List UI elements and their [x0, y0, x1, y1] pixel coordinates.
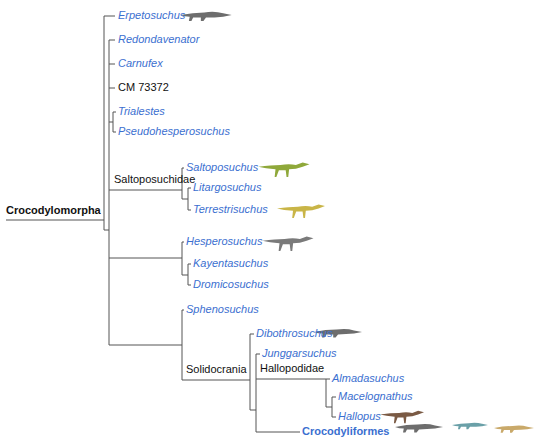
taxon-name: Kayentasuchus	[193, 257, 268, 270]
taxon-name: Hallopus	[338, 410, 381, 423]
specimen-label: CM 73372	[118, 81, 169, 94]
taxon-name: Redondavenator	[118, 33, 199, 46]
taxon-name: Almadasuchus	[332, 372, 404, 385]
taxon-name: Pseudohesperosuchus	[118, 125, 230, 138]
taxon-name: Sphenosuchus	[186, 303, 259, 316]
clade-name: Crocodyliformes	[302, 425, 389, 438]
taxon-name: Saltoposuchus	[186, 161, 258, 174]
taxon-name: Erpetosuchus	[118, 9, 185, 22]
clade-name: Solidocrania	[186, 363, 247, 376]
taxon-name: Carnufex	[118, 57, 163, 70]
taxon-name: Hesperosuchus	[186, 235, 262, 248]
taxon-name: Macelognathus	[338, 390, 413, 403]
tree-branches	[6, 16, 336, 432]
taxon-name: Dromicosuchus	[193, 278, 269, 291]
taxon-name: Junggarsuchus	[262, 347, 337, 360]
taxon-name: Litargosuchus	[193, 181, 262, 194]
clade-name: Saltoposuchidae	[114, 173, 195, 186]
clade-name: Hallopodidae	[260, 362, 324, 375]
taxon-name: Dibothrosuchus	[256, 327, 332, 340]
taxon-name: Terrestrisuchus	[193, 203, 268, 216]
root-clade-name: Crocodylomorpha	[6, 204, 101, 217]
taxon-name: Trialestes	[118, 105, 165, 118]
taxon-silhouettes	[180, 12, 534, 433]
